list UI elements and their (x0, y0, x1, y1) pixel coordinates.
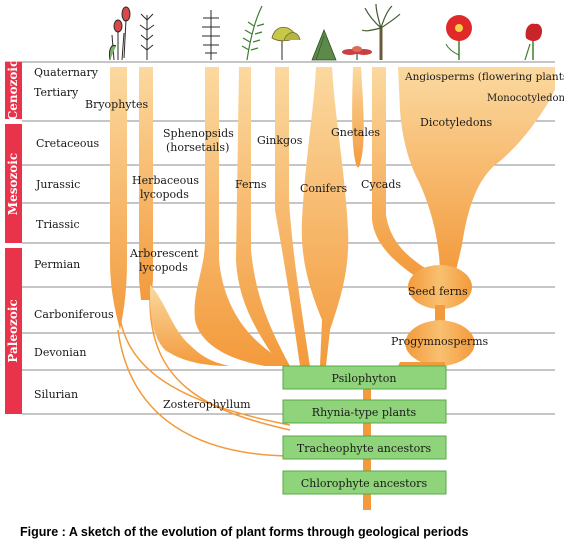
period-quaternary: Quaternary (34, 66, 99, 79)
label-herbaceous-1: Herbaceous (132, 174, 199, 187)
period-triassic: Triassic (36, 218, 80, 231)
label-sphenopsids-2: (horsetails) (166, 141, 229, 154)
conifer-plant-icon (311, 28, 337, 61)
box-tracheophyte-label: Tracheophyte ancestors (297, 442, 432, 455)
label-sphenopsids-1: Sphenopsids (163, 127, 234, 140)
era-band-mesozoic (5, 124, 22, 243)
period-tertiary: Tertiary (34, 86, 79, 99)
era-label-mesozoic: Mesozoic (6, 153, 20, 215)
branch-seed-ferns (408, 265, 472, 309)
period-cretaceous: Cretaceous (36, 137, 100, 150)
period-carboniferous: Carboniferous (34, 308, 114, 321)
tulip-plant-icon (524, 23, 543, 61)
lineage-labels: Bryophytes Sphenopsids (horsetails) Gink… (85, 71, 564, 411)
box-rhynia (282, 399, 447, 424)
gnetales-plant-icon (342, 46, 372, 60)
lycopod-plant-icon (139, 13, 155, 60)
label-angiosperms: Angiosperms (flowering plants) (404, 71, 564, 83)
box-rhynia-label: Rhynia-type plants (312, 406, 417, 419)
label-dicotyledons: Dicotyledons (420, 116, 493, 129)
branch-herbaceous-lycopods (139, 67, 153, 300)
label-progymnosperms: Progymnosperms (391, 335, 489, 348)
branch-bryophytes (110, 67, 127, 330)
horsetail-plant-icon (202, 10, 220, 60)
cycad-plant-icon (361, 3, 401, 60)
label-cycads: Cycads (361, 178, 401, 191)
era-band-cenozoic (5, 62, 22, 119)
branch-conifers (301, 67, 349, 366)
label-bryophytes: Bryophytes (85, 98, 148, 111)
branch-gnetales (352, 67, 364, 168)
box-psilophyton (282, 365, 447, 390)
flower-plant-icon (445, 15, 472, 60)
branch-progymnosperms (405, 320, 475, 366)
label-arborescent-2: lycopods (139, 261, 188, 274)
box-tracheophyte (282, 435, 447, 460)
plant-illustrations (109, 3, 543, 61)
period-silurian: Silurian (34, 388, 78, 401)
seed-fern-stem (435, 305, 445, 330)
box-psilophyton-label: Psilophyton (332, 372, 397, 385)
fern-plant-icon (241, 5, 265, 61)
label-herbaceous-2: lycopods (140, 188, 189, 201)
label-arborescent-1: Arborescent (129, 247, 199, 260)
branch-ginkgos (275, 67, 310, 366)
ancestor-boxes: Psilophyton Rhynia-type plants Tracheoph… (282, 365, 447, 495)
box-chlorophyte (282, 470, 447, 495)
ginkgo-plant-icon (271, 26, 301, 60)
branch-angiosperms (398, 67, 555, 275)
branch-arborescent-lycopods (150, 285, 230, 366)
period-permian: Permian (34, 258, 80, 271)
era-label-paleozoic: Paleozoic (6, 299, 20, 362)
label-monocotyledons: Monocotyledons (487, 93, 564, 104)
branch-cycads (372, 67, 425, 276)
era-band-paleozoic (5, 248, 22, 414)
box-chlorophyte-label: Chlorophyte ancestors (301, 477, 428, 490)
label-ferns: Ferns (235, 178, 267, 191)
branch-sphenopsids (194, 67, 285, 366)
era-bands: Cenozoic Mesozoic Paleozoic (5, 60, 22, 414)
label-ginkgos: Ginkgos (257, 134, 303, 147)
era-label-cenozoic: Cenozoic (6, 60, 20, 121)
label-seed-ferns: Seed ferns (408, 285, 468, 298)
moss-plant-icon (109, 6, 131, 61)
period-jurassic: Jurassic (35, 178, 80, 191)
label-zosterophyllum: Zosterophyllum (163, 398, 251, 411)
label-gnetales: Gnetales (331, 126, 380, 139)
branch-ferns (236, 67, 290, 366)
label-conifers: Conifers (300, 182, 347, 195)
branches (110, 67, 555, 372)
figure-caption: Figure : A sketch of the evolution of pl… (20, 525, 468, 539)
period-labels: Quaternary Tertiary Cretaceous Jurassic … (34, 66, 114, 401)
period-devonian: Devonian (34, 346, 86, 359)
